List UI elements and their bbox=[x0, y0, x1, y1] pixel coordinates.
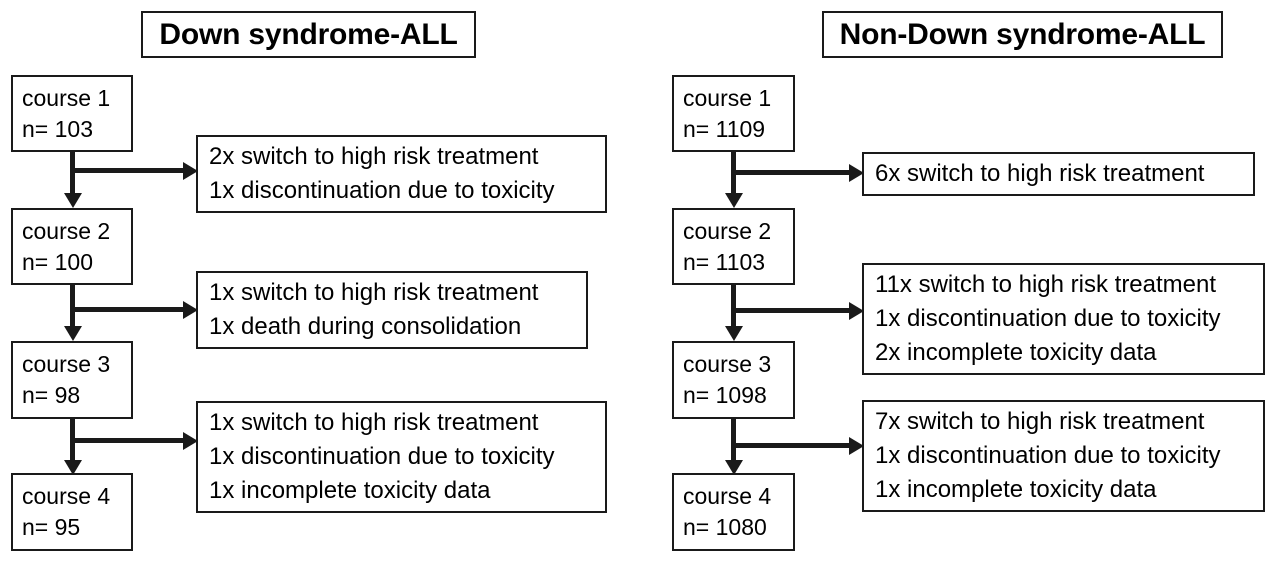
course-label: course 4 bbox=[22, 483, 111, 510]
course-count: n= 1098 bbox=[683, 382, 767, 408]
note-line: 1x discontinuation due to toxicity bbox=[875, 441, 1221, 469]
course-label: course 1 bbox=[683, 84, 772, 111]
connector-stem-right-3 bbox=[731, 419, 736, 461]
course-count: n= 103 bbox=[22, 115, 93, 142]
note-line: 1x switch to high risk treatment bbox=[209, 278, 539, 306]
branch-line-left-3 bbox=[70, 438, 185, 443]
connector-stem-left-1 bbox=[70, 152, 75, 194]
course-box-left-3: course 3 n= 98 bbox=[11, 341, 133, 419]
note-line: 1x incomplete toxicity data bbox=[875, 476, 1157, 504]
note-line: 1x discontinuation due to toxicity bbox=[875, 304, 1221, 332]
branch-arrowhead-left-1 bbox=[183, 161, 198, 180]
course-count: n= 1080 bbox=[683, 514, 767, 540]
note-line: 6x switch to high risk treatment bbox=[875, 159, 1205, 187]
course-label: course 2 bbox=[22, 217, 111, 244]
branch-arrowhead-right-3 bbox=[849, 436, 864, 455]
course-box-left-1: course 1 n= 103 bbox=[11, 75, 133, 152]
branch-line-right-1 bbox=[731, 170, 851, 175]
course-box-right-2: course 2 n= 1103 bbox=[672, 208, 795, 285]
course-label: course 4 bbox=[683, 483, 772, 510]
course-box-right-1: course 1 n= 1109 bbox=[672, 75, 795, 152]
note-line: 7x switch to high risk treatment bbox=[875, 407, 1205, 435]
branch-line-left-1 bbox=[70, 168, 185, 173]
course-count: n= 98 bbox=[22, 382, 81, 408]
branch-line-right-3 bbox=[731, 443, 851, 448]
note-line: 11x switch to high risk treatment bbox=[875, 270, 1217, 298]
connector-stem-right-2 bbox=[731, 285, 736, 327]
course-count: n= 100 bbox=[22, 248, 93, 275]
course-label: course 3 bbox=[22, 351, 111, 378]
connector-arrowhead-left-3 bbox=[63, 460, 82, 475]
connector-stem-left-2 bbox=[70, 285, 75, 327]
connector-arrowhead-left-2 bbox=[63, 326, 82, 341]
connector-arrowhead-left-1 bbox=[63, 193, 82, 208]
branch-arrowhead-left-3 bbox=[183, 431, 198, 450]
course-count: n= 95 bbox=[22, 514, 81, 540]
course-box-left-4: course 4 n= 95 bbox=[11, 473, 133, 551]
course-box-left-2: course 2 n= 100 bbox=[11, 208, 133, 285]
note-line: 1x switch to high risk treatment bbox=[209, 408, 539, 436]
panel-title-non-down-syndrome: Non-Down syndrome-ALL bbox=[822, 11, 1223, 58]
note-line: 1x incomplete toxicity data bbox=[209, 477, 491, 505]
note-line: 1x discontinuation due to toxicity bbox=[209, 177, 555, 204]
course-label: course 1 bbox=[22, 84, 111, 111]
note-line: 1x death during consolidation bbox=[209, 313, 522, 340]
note-box-left-3: 1x switch to high risk treatment 1x disc… bbox=[196, 401, 607, 513]
connector-arrowhead-right-2 bbox=[724, 326, 743, 341]
course-label: course 3 bbox=[683, 351, 772, 378]
course-label: course 2 bbox=[683, 217, 772, 244]
branch-line-right-2 bbox=[731, 308, 851, 313]
connector-arrowhead-right-1 bbox=[724, 193, 743, 208]
course-box-right-3: course 3 n= 1098 bbox=[672, 341, 795, 419]
note-box-right-3: 7x switch to high risk treatment 1x disc… bbox=[862, 400, 1265, 512]
branch-arrowhead-left-2 bbox=[183, 300, 198, 319]
note-box-left-2: 1x switch to high risk treatment 1x deat… bbox=[196, 271, 588, 349]
panel-title-down-syndrome: Down syndrome-ALL bbox=[141, 11, 476, 58]
note-line: 2x incomplete toxicity data bbox=[875, 339, 1157, 367]
connector-arrowhead-right-3 bbox=[724, 460, 743, 475]
note-box-right-2: 11x switch to high risk treatment 1x dis… bbox=[862, 263, 1265, 375]
branch-line-left-2 bbox=[70, 307, 185, 312]
course-count: n= 1109 bbox=[683, 115, 766, 142]
course-box-right-4: course 4 n= 1080 bbox=[672, 473, 795, 551]
branch-arrowhead-right-1 bbox=[849, 163, 864, 182]
course-count: n= 1103 bbox=[683, 248, 766, 275]
note-box-right-1: 6x switch to high risk treatment bbox=[862, 152, 1255, 196]
note-line: 2x switch to high risk treatment bbox=[209, 142, 539, 170]
note-line: 1x discontinuation due to toxicity bbox=[209, 442, 555, 470]
note-box-left-1: 2x switch to high risk treatment 1x disc… bbox=[196, 135, 607, 213]
branch-arrowhead-right-2 bbox=[849, 301, 864, 320]
